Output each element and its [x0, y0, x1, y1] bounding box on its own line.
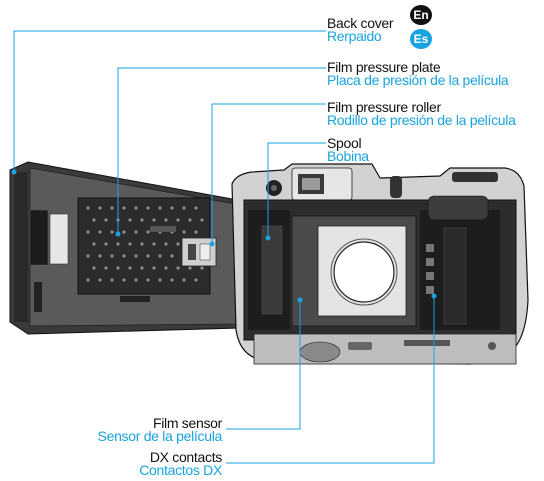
- label-en: Back cover: [327, 15, 394, 31]
- callout-dots: [11, 169, 437, 303]
- label-es: Sensor de la película: [97, 428, 223, 444]
- label-en: DX contacts: [149, 449, 222, 465]
- callout-dot: [11, 169, 17, 175]
- leader-line-back-cover: [13, 30, 326, 172]
- label-dx-contacts: DX contacts Contactos DX: [139, 449, 222, 478]
- label-back-cover: Back cover Rerpaido: [327, 15, 394, 44]
- leader-line-film-sensor: [226, 300, 301, 430]
- leader-line-spool: [267, 142, 326, 238]
- label-pressure-plate: Film pressure plate Placa de presión de …: [327, 59, 509, 88]
- label-en: Film pressure roller: [327, 99, 441, 115]
- label-pressure-roller: Film pressure roller Rodillo de presión …: [327, 99, 516, 128]
- callout-dot: [297, 297, 303, 303]
- label-spool: Spool Bobina: [327, 135, 369, 164]
- label-es: Rerpaido: [327, 28, 382, 44]
- callout-dot: [265, 235, 271, 241]
- leader-line-dx-contacts: [226, 296, 435, 464]
- badge-spanish: Es: [410, 29, 432, 49]
- label-film-sensor: Film sensor Sensor de la película: [97, 415, 223, 444]
- leader-lines: [13, 30, 435, 464]
- pressure-roller-illustration: [120, 237, 217, 302]
- badge-english: En: [410, 5, 432, 25]
- label-en: Spool: [327, 135, 362, 151]
- label-es: Rodillo de presión de la película: [327, 112, 516, 128]
- callout-dot: [431, 293, 437, 299]
- label-en: Film sensor: [152, 415, 222, 431]
- callout-dot: [209, 241, 215, 247]
- label-es: Bobina: [327, 148, 369, 164]
- leader-line-pressure-roller: [211, 103, 326, 244]
- label-es: Placa de presión de la película: [327, 72, 509, 88]
- label-en: Film pressure plate: [327, 59, 441, 75]
- callout-dot: [115, 231, 121, 237]
- camera-body-illustration: [231, 163, 529, 365]
- label-es: Contactos DX: [139, 462, 222, 478]
- leader-line-pressure-plate: [117, 67, 326, 234]
